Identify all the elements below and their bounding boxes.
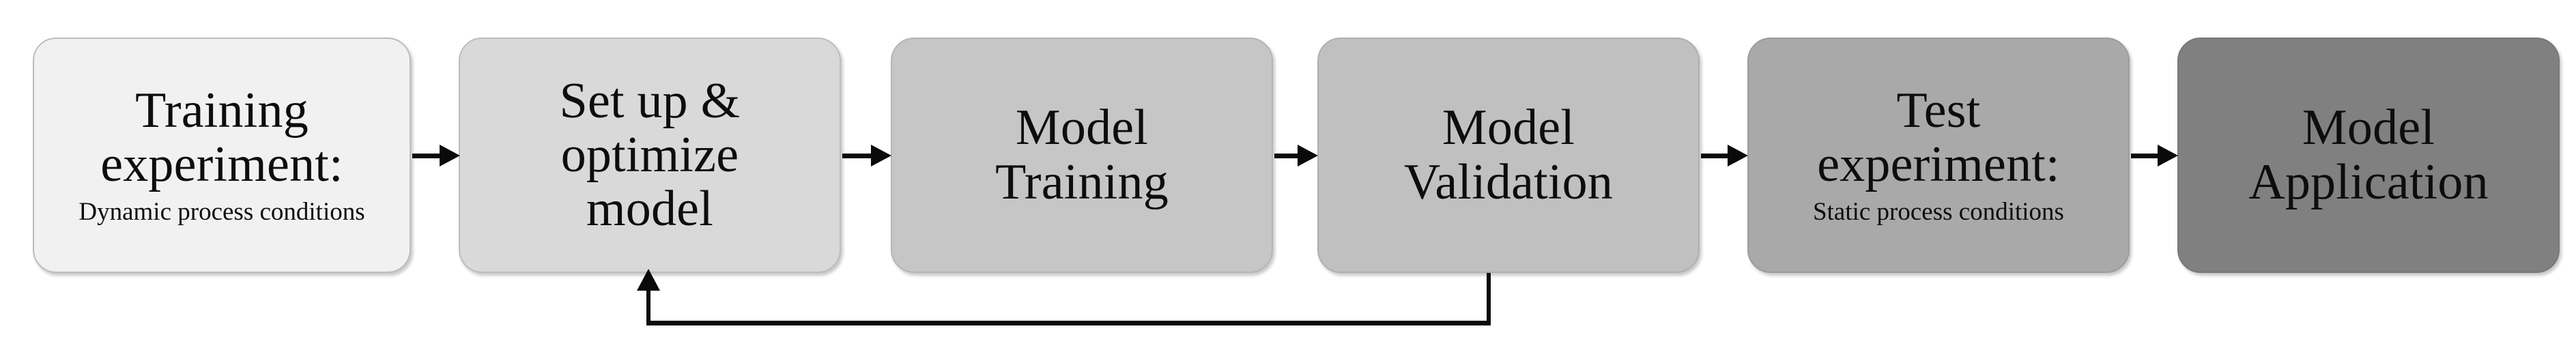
arrow-shaft — [412, 154, 442, 158]
feedback-loop-bottom-segment — [646, 321, 1491, 325]
flow-step-training-experiment[interactable]: Training experiment: Dynamic process con… — [33, 38, 411, 273]
arrow-head — [871, 145, 891, 166]
flow-step-title: Set up & optimize model — [559, 72, 741, 237]
arrow-head — [2158, 145, 2178, 166]
arrow-right-icon-setup-to-model-training — [842, 145, 891, 166]
arrow-shaft — [2131, 154, 2160, 158]
arrow-right-icon-validation-to-test — [1701, 145, 1748, 166]
flow-step-subtitle: Dynamic process conditions — [78, 198, 365, 227]
flow-step-title: Test experiment: — [1817, 82, 2060, 193]
feedback-loop-left-segment — [646, 285, 650, 323]
arrow-shaft — [842, 154, 874, 158]
flow-step-title: Model Training — [995, 100, 1169, 210]
arrow-head — [1728, 145, 1748, 166]
flow-step-model-validation[interactable]: Model Validation — [1317, 38, 1700, 273]
flow-step-subtitle: Static process conditions — [1813, 198, 2064, 227]
flow-step-title: Training experiment: — [100, 82, 343, 193]
flow-step-set-up-optimize-model[interactable]: Set up & optimize model — [459, 38, 841, 273]
flow-step-test-experiment[interactable]: Test experiment: Static process conditio… — [1747, 38, 2130, 273]
feedback-loop-right-segment — [1487, 273, 1491, 325]
flow-step-model-training[interactable]: Model Training — [891, 38, 1273, 273]
arrow-shaft — [1701, 154, 1730, 158]
arrow-right-icon-test-to-application — [2131, 145, 2178, 166]
flow-step-title: Model Validation — [1403, 100, 1614, 210]
arrow-right-icon-model-training-to-validation — [1274, 145, 1318, 166]
arrow-head — [440, 145, 460, 166]
arrow-head — [1298, 145, 1318, 166]
flow-step-title: Model Application — [2248, 100, 2489, 210]
arrow-right-icon-training-to-setup — [412, 145, 460, 166]
arrow-shaft — [1274, 154, 1300, 158]
flow-step-model-application[interactable]: Model Application — [2177, 38, 2560, 273]
